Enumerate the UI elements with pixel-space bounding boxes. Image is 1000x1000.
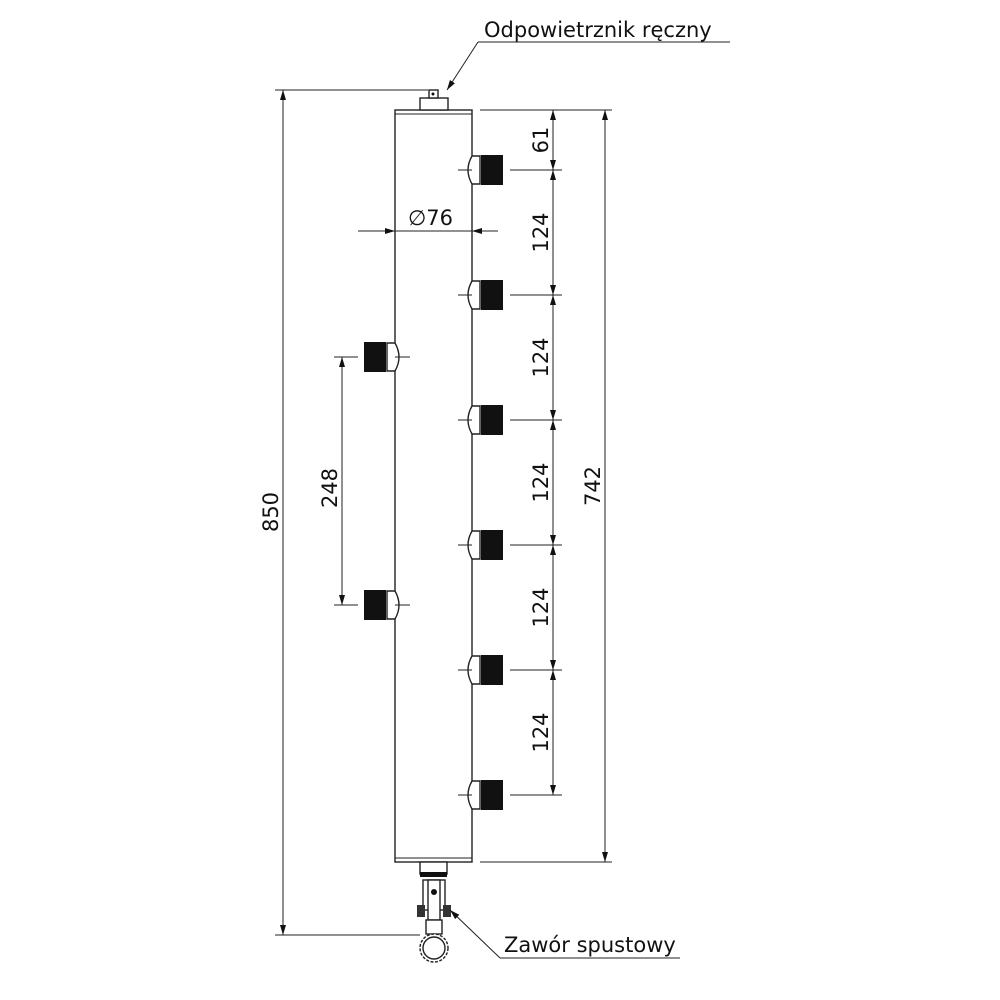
left-port-1 — [334, 342, 410, 372]
right-port-6 — [458, 780, 562, 810]
diameter-label: ∅76 — [408, 206, 453, 230]
left-port-2 — [334, 590, 410, 620]
drain-label: Zawór spustowy — [504, 933, 676, 957]
dim-body-height-label: 742 — [581, 466, 605, 506]
dim-chain-label: 124 — [529, 212, 553, 252]
dim-chain-label: 124 — [529, 712, 553, 752]
manifold-body — [394, 109, 473, 863]
vent-leader — [446, 41, 479, 91]
vent-label: Odpowietrznik ręczny — [484, 18, 712, 42]
dim-chain-label: 61 — [529, 127, 553, 154]
dim-chain-label: 124 — [529, 462, 553, 502]
dim-total-height-label: 850 — [259, 492, 283, 532]
air-vent — [419, 89, 449, 111]
right-port-1 — [458, 155, 562, 185]
right-port-3 — [458, 405, 562, 435]
right-port-5 — [458, 655, 562, 685]
drain-valve — [417, 861, 451, 963]
right-port-2 — [458, 280, 562, 310]
right-port-4 — [458, 530, 562, 560]
ports — [334, 155, 562, 810]
drain-leader — [449, 909, 501, 959]
dim-left-spacing-label: 248 — [318, 468, 342, 508]
dim-chain-label: 124 — [529, 337, 553, 377]
dim-chain-label: 124 — [529, 587, 553, 627]
chain-dimensions: 61 124 124 124 124 124 — [529, 110, 556, 795]
